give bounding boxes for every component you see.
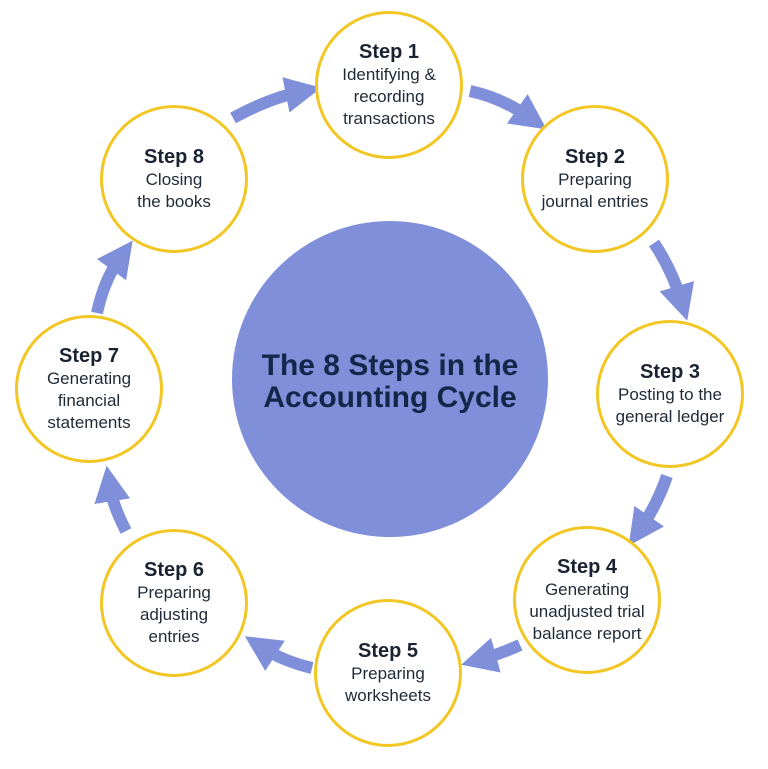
step-description: Closing the books (137, 169, 211, 211)
step-label: Step 8 (143, 145, 205, 168)
arrow-step4-to-step5 (461, 637, 523, 673)
diagram-title: The 8 Steps in the Accounting Cycle (261, 348, 519, 414)
step-description: Generating financial statements (46, 368, 132, 433)
step-label: Step 2 (564, 145, 626, 168)
step-5-circle: Step 5 Preparing worksheets (314, 599, 462, 747)
step-6-circle: Step 6 Preparing adjusting entries (100, 529, 248, 677)
step-4-circle: Step 4 Generating unadjusted trial balan… (513, 526, 661, 674)
arrow-step1-to-step2 (468, 85, 547, 130)
step-label: Step 7 (58, 344, 120, 367)
arrow-step6-to-step7 (94, 465, 132, 534)
step-8-circle: Step 8 Closing the books (100, 105, 248, 253)
step-2-circle: Step 2 Preparing journal entries (521, 105, 669, 253)
step-7-circle: Step 7 Generating financial statements (15, 315, 163, 463)
step-description: Preparing worksheets (345, 663, 431, 705)
center-circle: The 8 Steps in the Accounting Cycle (232, 221, 548, 537)
arrow-step7-to-step8 (91, 240, 133, 315)
step-1-circle: Step 1 Identifying & recording transacti… (315, 11, 463, 159)
step-label: Step 5 (357, 639, 419, 662)
arrow-step8-to-step1 (230, 77, 322, 124)
arrow-step5-to-step6 (244, 636, 314, 674)
step-description: Identifying & recording transactions (342, 64, 436, 129)
step-label: Step 3 (639, 360, 701, 383)
step-description: Preparing adjusting entries (137, 582, 211, 647)
step-3-circle: Step 3 Posting to the general ledger (596, 320, 744, 468)
step-description: Preparing journal entries (541, 169, 649, 211)
arrow-step3-to-step4 (628, 474, 673, 546)
step-label: Step 1 (358, 40, 420, 63)
step-label: Step 6 (143, 558, 205, 581)
arrow-step2-to-step3 (648, 239, 695, 321)
step-label: Step 4 (556, 555, 618, 578)
step-description: Generating unadjusted trial balance repo… (529, 579, 645, 644)
step-description: Posting to the general ledger (615, 384, 725, 426)
